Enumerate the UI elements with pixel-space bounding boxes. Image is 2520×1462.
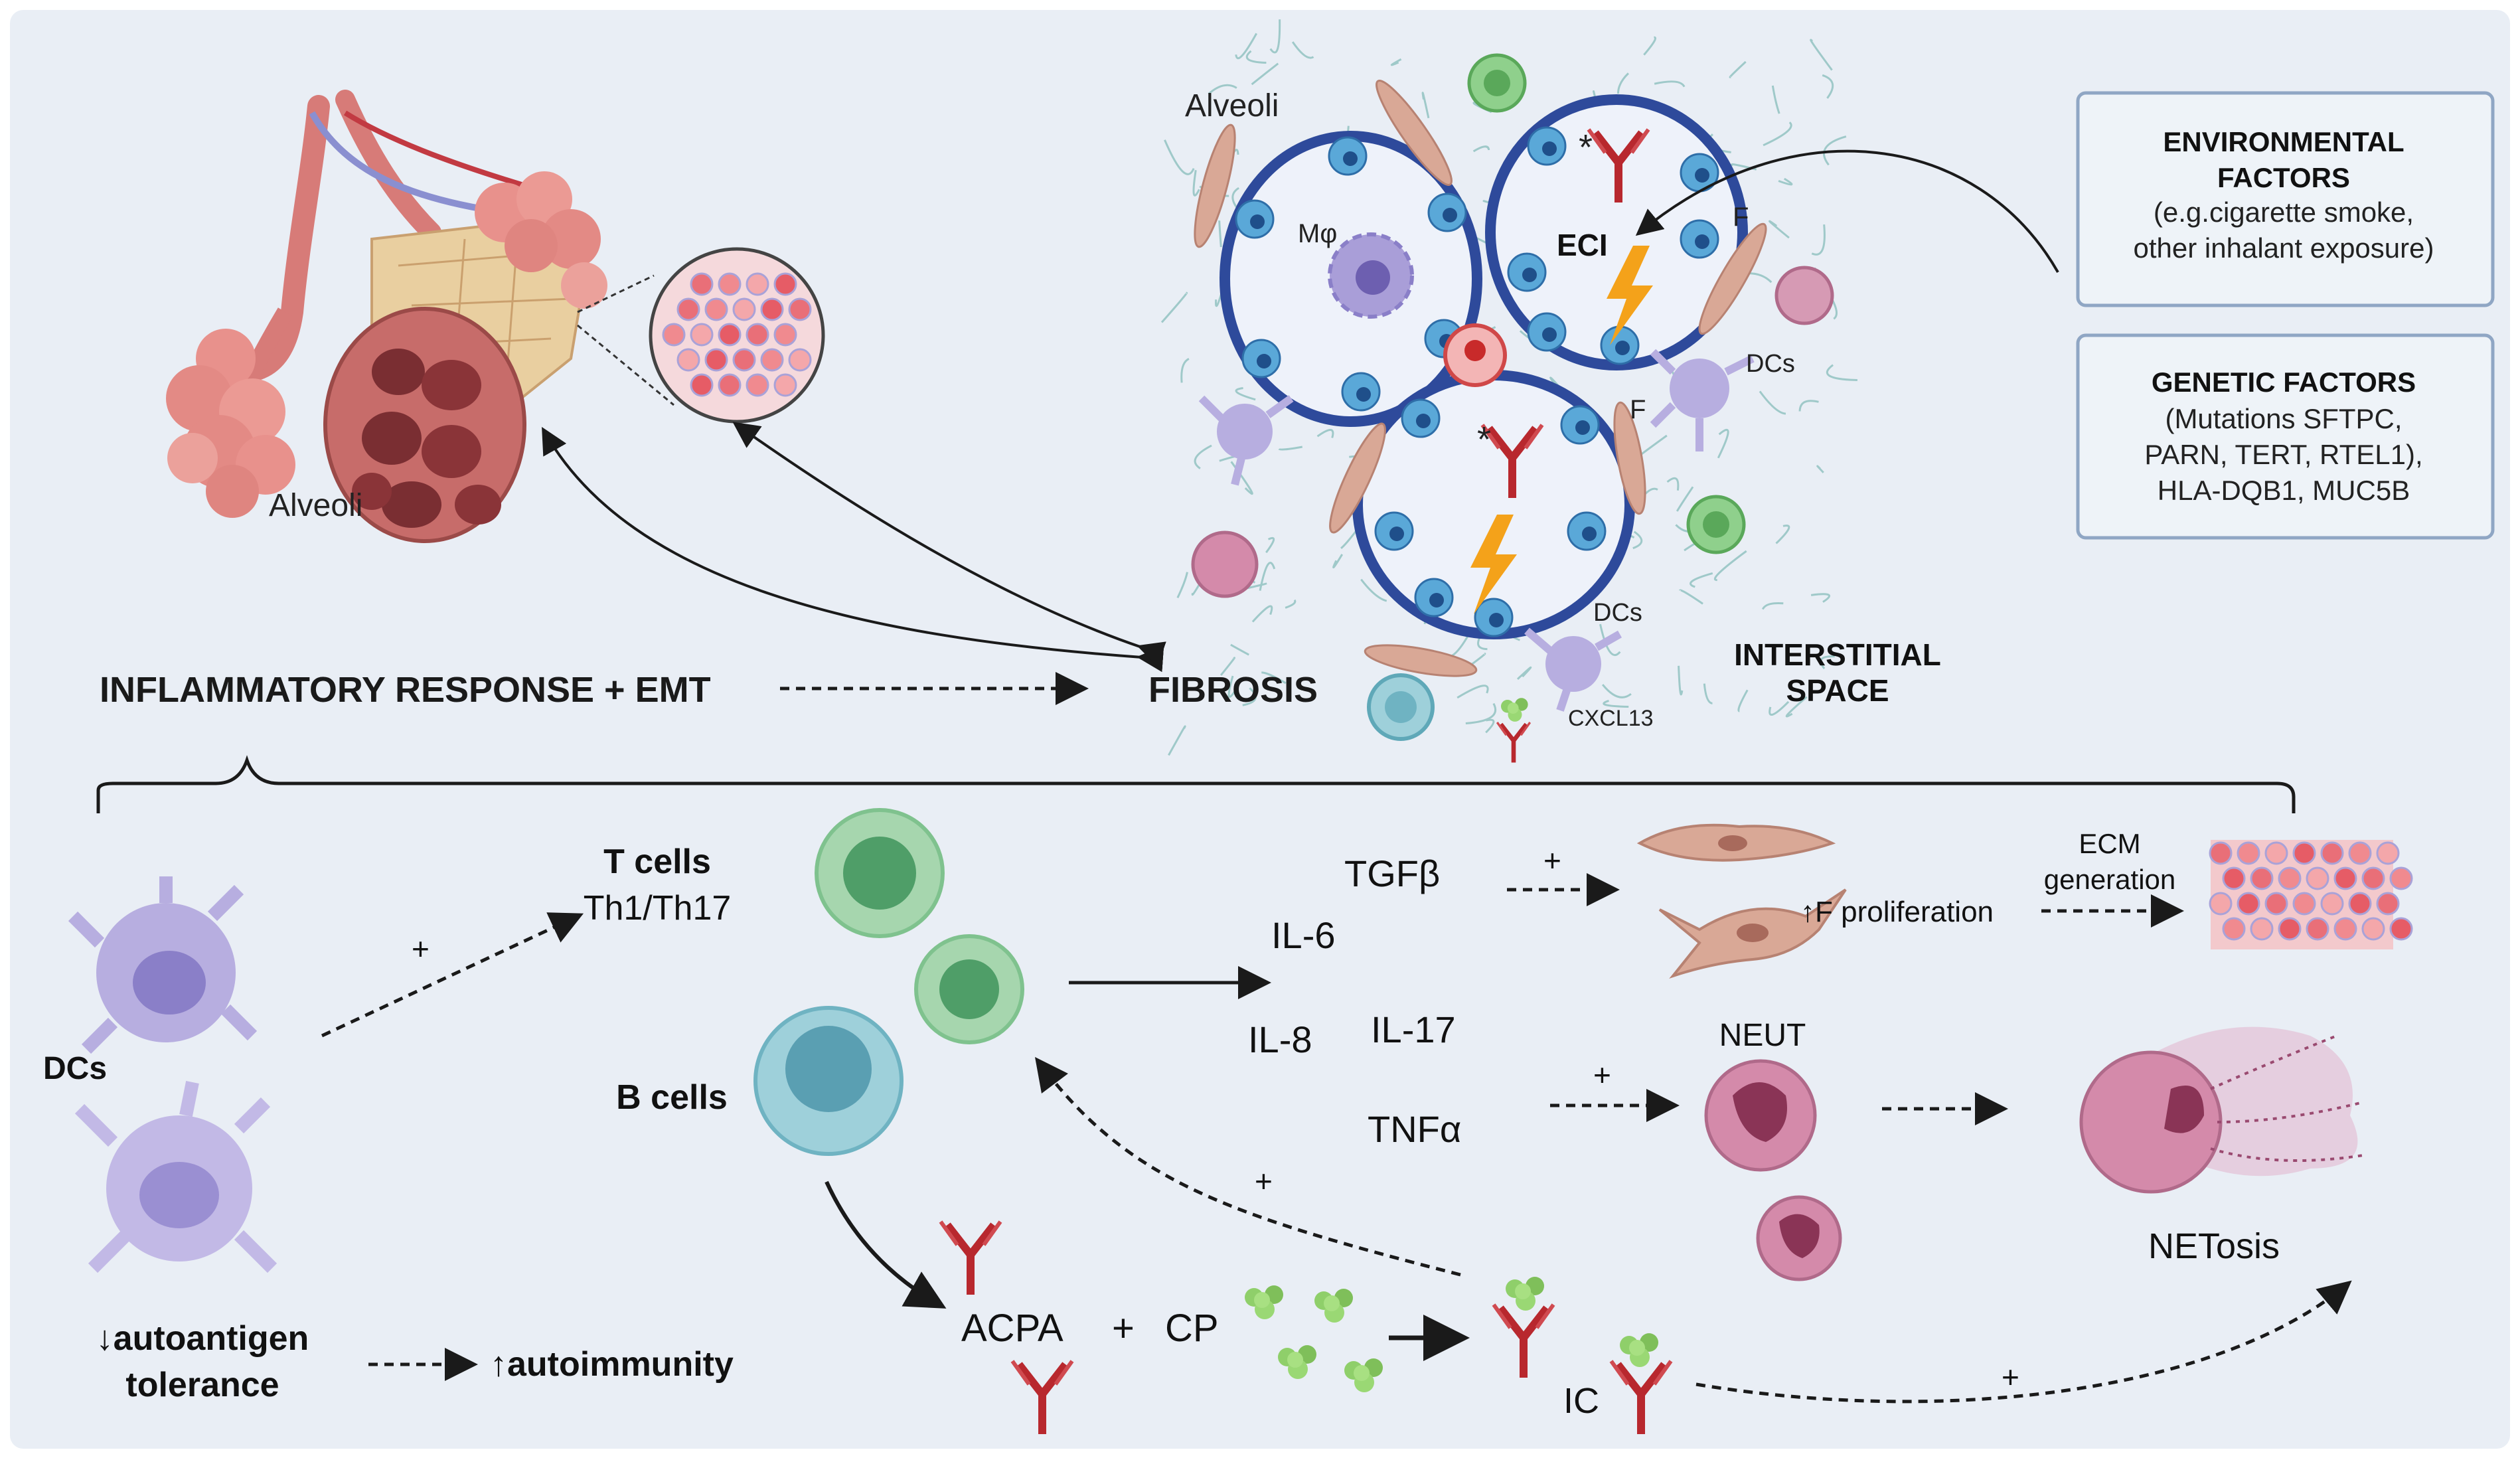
genetic-body: (Mutations SFTPC,PARN, TERT, RTEL1),HLA-… [2144, 403, 2422, 506]
eci-label: ECI [1557, 228, 1608, 262]
dcs-label-top-2: DCs [1593, 599, 1642, 627]
fibrosis-zoom-arrow [732, 422, 1166, 667]
netosis-cell [2079, 1026, 2364, 1194]
neutrophil-top [1774, 266, 1834, 325]
neut-label: NEUT [1719, 1018, 1806, 1053]
genetic-factors-box: GENETIC FACTORS (Mutations SFTPC,PARN, T… [2076, 333, 2495, 540]
lightning-icon [1470, 515, 1517, 614]
dcs-label: DCs [43, 1051, 107, 1086]
ecm-tissue [2209, 840, 2413, 949]
netosis-label: NETosis [2148, 1226, 2280, 1266]
plus-label-tgfb: + [1543, 843, 1561, 878]
th-label: Th1/Th17 [584, 889, 732, 928]
brace [96, 755, 2296, 813]
genetic-title: GENETIC FACTORS [2152, 366, 2416, 398]
background-panel [10, 10, 2510, 1449]
fibrosis-label: FIBROSIS [1148, 670, 1318, 710]
fibroblasts [1194, 79, 1767, 677]
autoimmunity-label: ↑autoimmunity [490, 1345, 734, 1384]
alveoli-top-label: Alveoli [1185, 88, 1279, 123]
lightning-icon [1607, 246, 1653, 345]
ic-netosis-arrow [1695, 1280, 2352, 1404]
ic-label: IC [1563, 1381, 1599, 1421]
inflammatory-label: INFLAMMATORY RESPONSE + EMT [100, 670, 711, 710]
bcell-acpa-arrow [825, 1180, 947, 1309]
environment-arrow [1635, 149, 2059, 273]
alveolus-bottom: * [1352, 370, 1635, 639]
plus-label-netosis: + [2002, 1360, 2019, 1394]
b-cell [753, 1006, 904, 1156]
fibroblast-label-2: F [1630, 395, 1646, 424]
dendritic-cells [68, 876, 277, 1273]
il6-label: IL-6 [1271, 914, 1336, 956]
ic-tcells-arrow [1034, 1057, 1461, 1277]
cp-label: CP [1165, 1307, 1219, 1350]
asterisk-label: * [1579, 127, 1593, 167]
alveoli-left-label: Alveoli [269, 488, 362, 523]
macrophage [1328, 232, 1414, 319]
bcells-label: B cells [616, 1078, 728, 1117]
lung-illustration: Alveoli [166, 90, 607, 543]
plus-label-acpa: + [1112, 1307, 1135, 1350]
environmental-body: (e.g.cigarette smoke,other inhalant expo… [2134, 197, 2434, 264]
cxcl13-label: CXCL13 [1568, 706, 1654, 731]
dcs-label-top-1: DCs [1746, 350, 1795, 378]
f-proliferation-label: ↑F proliferation [1800, 896, 1994, 928]
alveolus-left: Mφ [1220, 131, 1482, 427]
asterisk-label-2: * [1477, 420, 1491, 459]
neutrophils [1704, 1059, 1842, 1281]
dendritic-cell-icons [1198, 349, 1755, 712]
il8-label: IL-8 [1248, 1018, 1312, 1060]
alveolus-right: * ECI [1485, 94, 1748, 370]
tissue-zoom-circle [577, 247, 825, 424]
il17-label: IL-17 [1371, 1009, 1456, 1050]
plus-label-dcs: + [412, 932, 430, 966]
alveoli-cluster-top [475, 171, 607, 309]
macrophage-label: Mφ [1298, 219, 1337, 248]
alveoli-cluster-left [166, 329, 295, 518]
tnfa-label: TNFα [1368, 1108, 1461, 1150]
neutrophil-top-2 [1191, 530, 1259, 598]
t-cells [815, 808, 1024, 1044]
acpa-label: ACPA [961, 1307, 1063, 1350]
lung-cut-section [323, 307, 526, 543]
plus-label-ic: + [1255, 1164, 1273, 1198]
interstitial-space-illustration: Alveoli Mφ * ECI * [1160, 19, 1941, 762]
tcells-label: T cells [603, 843, 711, 881]
fibroblast-label: F [1733, 203, 1749, 232]
plus-label-neut: + [1593, 1058, 1611, 1092]
tgfb-label: TGFβ [1344, 853, 1440, 894]
